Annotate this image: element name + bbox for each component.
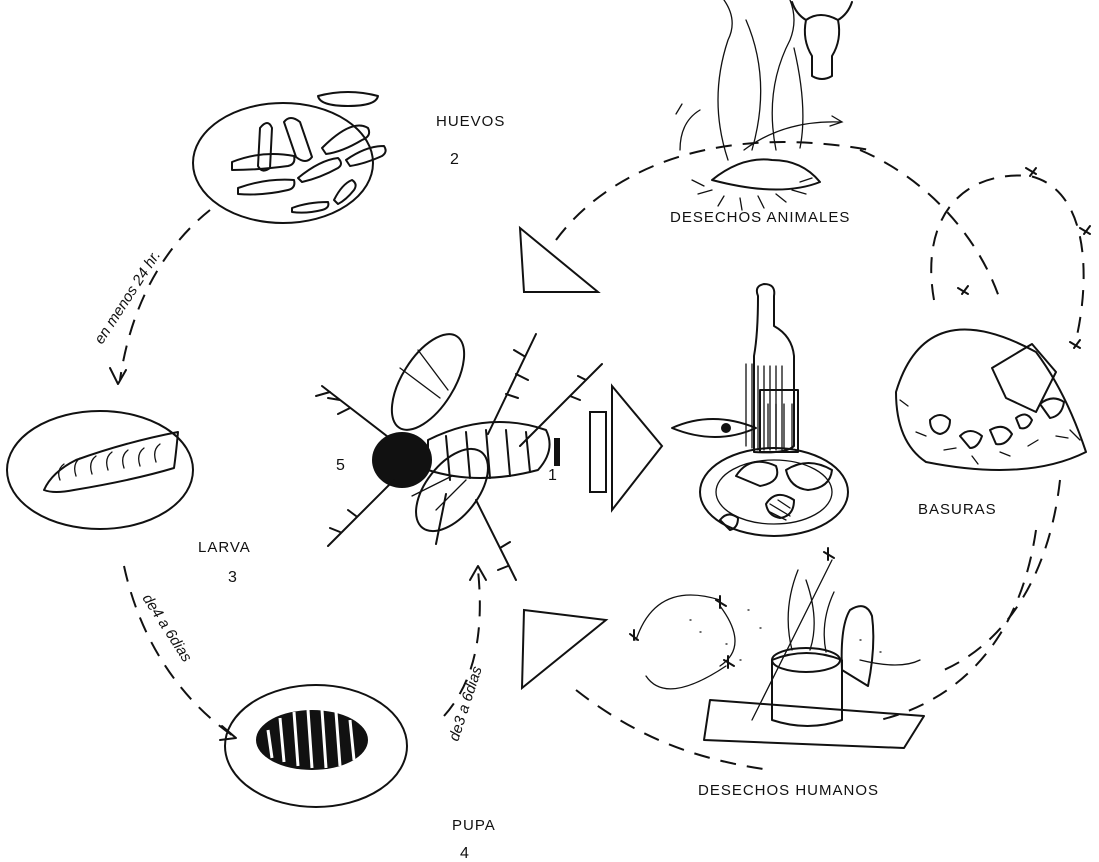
- adult-fly-stage: 5 1: [316, 322, 602, 580]
- knife-icon: [672, 419, 756, 437]
- huevos-number: 2: [450, 151, 459, 168]
- latrine-fumes: [788, 570, 834, 652]
- larva-to-pupa-duration: de4 a 6dias: [139, 591, 196, 666]
- egg-to-larva-duration: en menos 24 hr.: [91, 247, 164, 347]
- animal-waste-source: DESECHOS ANIMALES: [670, 0, 852, 226]
- cow-icon: [792, 2, 852, 79]
- larva-number: 3: [228, 569, 237, 586]
- animal-waste-label: DESECHOS ANIMALES: [670, 209, 850, 226]
- knife-spot: [721, 423, 731, 433]
- human-waste-source: DESECHOS HUMANOS: [630, 548, 924, 799]
- loop-human-right: [880, 530, 1036, 720]
- flow-triangles: [520, 228, 662, 688]
- triangle-from-human-waste: [522, 610, 606, 688]
- triangle-to-food-stem: [590, 412, 606, 492]
- triangle-to-food: [612, 386, 662, 510]
- human-waste-label: DESECHOS HUMANOS: [698, 782, 879, 799]
- eggs-stage: HUEVOS 2: [193, 92, 505, 223]
- loop-trash-fly-markers: [958, 168, 1090, 348]
- eggs-ellipse: [193, 103, 373, 223]
- larva-icon: [44, 432, 178, 492]
- larva-stage: LARVA 3: [7, 411, 251, 586]
- animal-waste-pile: [712, 159, 820, 189]
- egg-icon: [232, 92, 386, 213]
- food-number-mark: [554, 438, 560, 466]
- loop-animal-to-trash: [860, 150, 1000, 300]
- pupa-label: PUPA: [452, 817, 496, 834]
- larva-label: LARVA: [198, 539, 251, 556]
- fly-flight-paths: [636, 560, 920, 720]
- food-group: [672, 284, 848, 536]
- pupa-icon: [256, 710, 368, 770]
- animal-waste-straw: [692, 178, 812, 210]
- trash-icon: [930, 344, 1064, 448]
- glass-fill: [768, 404, 792, 448]
- trash-source: BASURAS: [896, 330, 1086, 519]
- huevos-label: HUEVOS: [436, 113, 505, 130]
- pupa-to-adult-duration: de3 a 6dias: [446, 664, 486, 743]
- food-on-plate: [720, 462, 832, 530]
- food-number: 1: [548, 467, 557, 484]
- pupa-number: 4: [460, 845, 469, 862]
- adult-number: 5: [336, 457, 345, 474]
- latrine-floor: [704, 700, 924, 748]
- life-cycle-path: en menos 24 hr. de4 a 6dias de3 a 6dias: [91, 210, 486, 743]
- loop-trash-upper: [931, 176, 1083, 340]
- animal-waste-fumes: [718, 0, 803, 160]
- trash-label: BASURAS: [918, 501, 997, 518]
- meat-texture: [770, 500, 790, 520]
- small-fly-icons: [630, 548, 834, 668]
- egg-to-larva-arrowhead: [110, 368, 126, 384]
- animal-waste-arrows: [676, 104, 842, 150]
